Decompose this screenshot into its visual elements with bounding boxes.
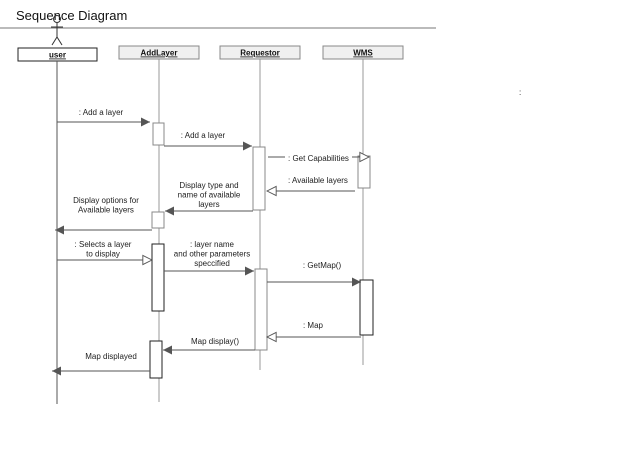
object-wms-label: WMS [353,49,373,58]
object-addlayer-label: AddLayer [141,49,178,58]
m7-line-2: to display [86,250,120,259]
activation-requestor-1 [252,146,266,211]
object-user-label: user [49,51,66,60]
m12-line-1: Map displayed [85,352,137,361]
activation-addlayer-2 [151,211,165,229]
activation-addlayer-3 [151,243,165,312]
message-1-label: : Add a layer [79,108,124,117]
object-requestor-label: Requestor [240,49,280,58]
activation-addlayer-4 [149,340,163,379]
m8-line-2: and other parameters [174,250,251,259]
m10-line-1: : Map [303,321,324,330]
object-wms: WMS [322,45,404,60]
message-10-label: : Map [303,321,324,330]
message-2-label: : Add a layer [181,131,226,140]
m6-line-1: Display options for [73,196,139,205]
object-user: user [17,47,98,62]
object-addlayer: AddLayer [118,45,200,60]
user-actor-icon [51,15,63,46]
m9-line-1: : GetMap() [303,261,342,270]
message-4-label: : Available layers [288,176,348,185]
m11-line-1: Map display() [191,337,239,346]
m3-line-1: : Get Capabilities [288,154,349,163]
message-3-label: : Get Capabilities [288,154,349,163]
message-9-label: : GetMap() [303,261,342,270]
activation-wms-1 [357,155,371,189]
m6-line-2: Available layers [78,206,134,215]
activation-wms-2 [359,279,374,336]
m5-line-1: Display type and [179,181,238,190]
m4-line-1: : Available layers [288,176,348,185]
stray-colon: : [519,88,521,97]
m2-line-1: : Add a layer [181,131,226,140]
m5-line-3: layers [198,200,219,209]
message-11-label: Map display() [191,337,239,346]
m8-line-1: : layer name [190,240,235,249]
activation-addlayer-1 [152,122,165,146]
m5-line-2: name of available [178,191,241,200]
m7-line-1: : Selects a layer [75,240,132,249]
m8-line-3: speccified [194,259,230,268]
object-requestor: Requestor [219,45,301,60]
m1-line-1: : Add a layer [79,108,124,117]
activation-requestor-2 [254,268,268,351]
message-12-label: Map displayed [85,352,137,361]
diagram-title: Sequence Diagram [16,8,127,23]
